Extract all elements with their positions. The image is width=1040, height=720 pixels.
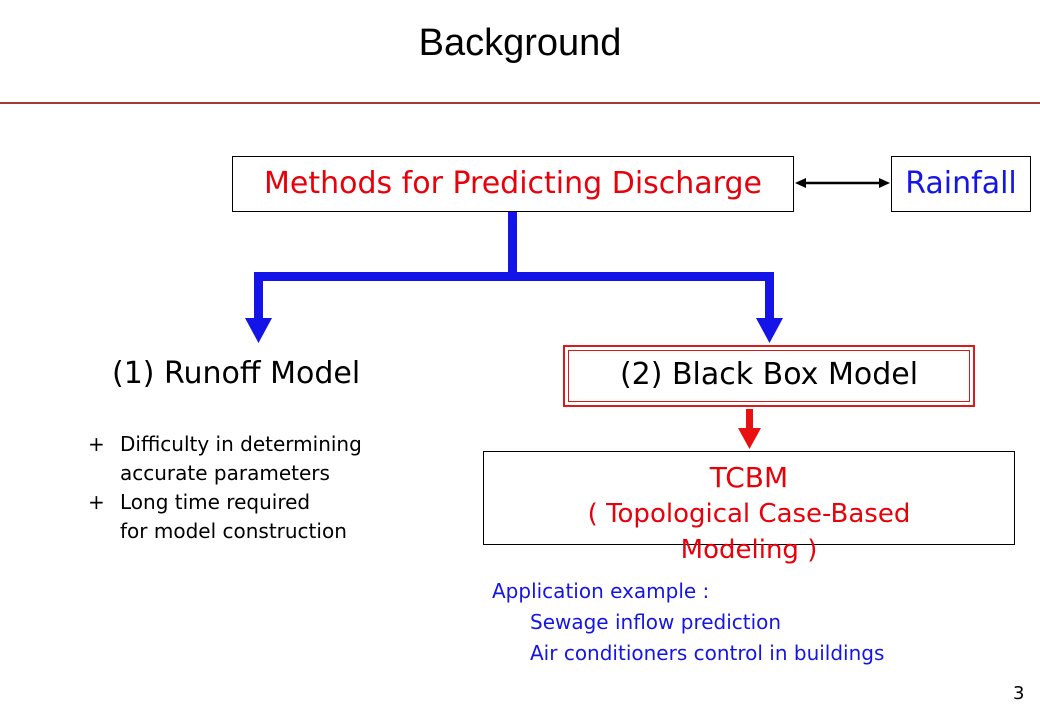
note-line: Difficulty in determining: [120, 432, 362, 456]
blue-right-leg: [765, 272, 774, 320]
slide-title: Background: [418, 22, 622, 64]
black-box-model-label: (2) Black Box Model: [619, 357, 919, 392]
methods-label: Methods for Predicting Discharge: [264, 166, 762, 201]
runoff-notes: + Difficulty in determining accurate par…: [88, 430, 362, 546]
runoff-model-label: (1) Runoff Model: [112, 356, 361, 391]
application-heading: Application example :: [492, 579, 710, 603]
red-arrow-stem: [746, 409, 753, 430]
arrowhead-right-icon: [879, 178, 890, 188]
tcbm-text: TCBM ( Topological Case-Based Modeling ): [484, 460, 1014, 568]
blue-left-leg: [254, 272, 263, 320]
black-box-inner-border: [568, 350, 970, 402]
blue-arrow-right-icon: [756, 318, 783, 343]
note-item: + Difficulty in determining: [88, 430, 362, 459]
blue-arrow-left-icon: [245, 318, 272, 343]
tcbm-full-line2: Modeling ): [680, 535, 818, 565]
arrowhead-left-icon: [795, 178, 806, 188]
blue-crossbar: [256, 272, 772, 281]
red-arrow-head-icon: [738, 428, 761, 449]
application-examples: Application example : Sewage inflow pred…: [492, 576, 884, 669]
tcbm-name: TCBM: [709, 461, 789, 494]
page-number: 3: [1013, 683, 1025, 704]
note-bullet: +: [88, 490, 105, 514]
tcbm-full-line1: ( Topological Case-Based: [587, 499, 911, 529]
note-item: + Long time required: [88, 488, 362, 517]
note-line: accurate parameters: [120, 461, 330, 485]
title-divider: [0, 102, 1040, 104]
rainfall-label: Rainfall: [905, 166, 1017, 201]
tcbm-box: TCBM ( Topological Case-Based Modeling ): [483, 451, 1015, 565]
methods-box: Methods for Predicting Discharge: [232, 156, 794, 212]
blue-trunk: [508, 212, 517, 276]
note-line: Long time required: [120, 490, 311, 514]
rainfall-box: Rainfall: [891, 156, 1031, 212]
black-box-model-box: (2) Black Box Model: [563, 345, 975, 407]
note-bullet: +: [88, 432, 105, 456]
note-line: for model construction: [120, 519, 347, 543]
application-item: Sewage inflow prediction: [530, 610, 782, 634]
application-item: Air conditioners control in buildings: [530, 641, 885, 665]
